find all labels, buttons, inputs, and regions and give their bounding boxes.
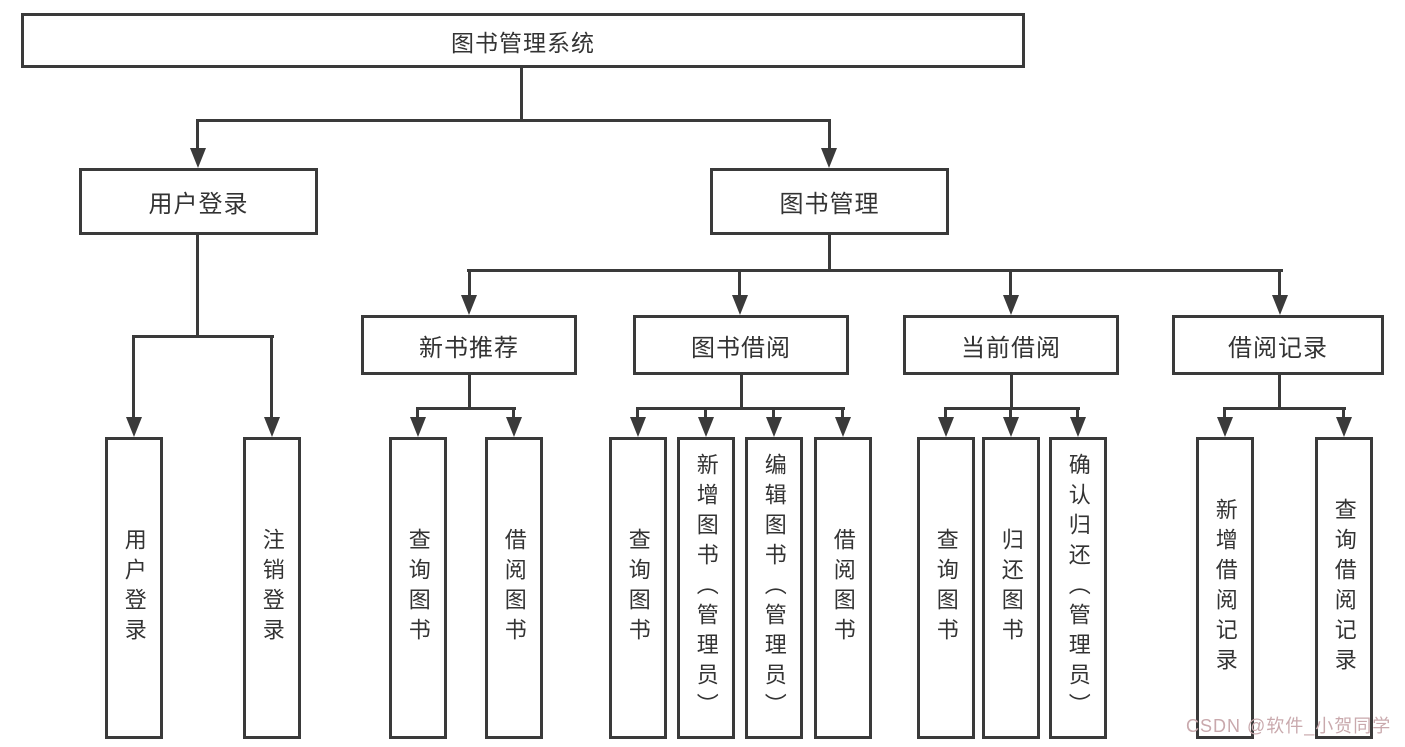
node-new-book-recommendation: 新书推荐 <box>361 315 577 375</box>
connector-line <box>828 119 831 151</box>
arrow-down-icon <box>1003 417 1019 437</box>
connector-line <box>738 269 741 297</box>
arrow-down-icon <box>1003 295 1019 315</box>
arrow-down-icon <box>126 417 142 437</box>
leaf-confirm-return-admin: 确认归还（管理员） <box>1049 437 1107 739</box>
arrow-down-icon <box>1217 417 1233 437</box>
connector-line <box>270 335 273 419</box>
leaf-borrow-books-borrowing-label: 借阅图书 <box>830 528 856 648</box>
connector-line <box>828 235 831 269</box>
connector-line <box>944 407 947 419</box>
arrow-down-icon <box>821 148 837 168</box>
leaf-logout: 注销登录 <box>243 437 301 739</box>
arrow-down-icon <box>506 417 522 437</box>
connector-line <box>416 407 419 419</box>
node-library-system-label: 图书管理系统 <box>451 29 595 56</box>
leaf-logout-label: 注销登录 <box>259 528 285 648</box>
leaf-query-borrow-record: 查询借阅记录 <box>1315 437 1373 739</box>
node-user-login: 用户登录 <box>79 168 318 235</box>
connector-line <box>520 68 523 119</box>
arrow-down-icon <box>698 417 714 437</box>
leaf-borrow-books-borrowing: 借阅图书 <box>814 437 872 739</box>
leaf-user-login: 用户登录 <box>105 437 163 739</box>
arrow-down-icon <box>190 148 206 168</box>
node-book-management-label: 图书管理 <box>779 191 880 218</box>
arrow-down-icon <box>461 295 477 315</box>
connector-line <box>1278 269 1281 297</box>
leaf-borrow-books-recommend: 借阅图书 <box>485 437 543 739</box>
connector-line <box>132 335 135 419</box>
connector-line <box>468 375 471 407</box>
leaf-user-login-label: 用户登录 <box>121 528 147 648</box>
arrow-down-icon <box>1070 417 1086 437</box>
arrow-down-icon <box>410 417 426 437</box>
connector-line <box>1009 269 1012 297</box>
connector-line <box>1076 407 1079 419</box>
connector-line <box>1010 375 1013 407</box>
arrow-down-icon <box>835 417 851 437</box>
leaf-query-books-recommend: 查询图书 <box>389 437 447 739</box>
node-book-borrowing: 图书借阅 <box>633 315 849 375</box>
node-book-borrowing-label: 图书借阅 <box>691 334 791 362</box>
arrow-down-icon <box>766 417 782 437</box>
node-current-borrowing-label: 当前借阅 <box>961 334 1061 362</box>
node-library-system: 图书管理系统 <box>21 13 1025 68</box>
connector-line <box>512 407 515 419</box>
connector-line <box>468 269 471 297</box>
connector-line <box>132 335 274 338</box>
leaf-edit-book-admin: 编辑图书（管理员） <box>745 437 803 739</box>
connector-line <box>1223 407 1226 419</box>
connector-line <box>196 119 199 151</box>
connector-line <box>944 407 1080 410</box>
leaf-query-books-borrowing: 查询图书 <box>609 437 667 739</box>
leaf-edit-book-admin-label: 编辑图书（管理员） <box>761 453 787 723</box>
node-borrowing-records-label: 借阅记录 <box>1228 334 1328 362</box>
connector-line <box>841 407 844 419</box>
leaf-query-borrow-record-label: 查询借阅记录 <box>1331 498 1357 678</box>
connector-line <box>416 407 516 410</box>
leaf-query-books-borrowing-label: 查询图书 <box>625 528 651 648</box>
leaf-query-books-recommend-label: 查询图书 <box>405 528 431 648</box>
arrow-down-icon <box>1272 295 1288 315</box>
connector-line <box>196 235 199 335</box>
leaf-query-books-current-label: 查询图书 <box>933 528 959 648</box>
connector-line <box>740 375 743 407</box>
leaf-add-borrow-record: 新增借阅记录 <box>1196 437 1254 739</box>
connector-line <box>1278 375 1281 407</box>
node-borrowing-records: 借阅记录 <box>1172 315 1384 375</box>
connector-line <box>1009 407 1012 419</box>
leaf-borrow-books-recommend-label: 借阅图书 <box>501 528 527 648</box>
leaf-add-book-admin: 新增图书（管理员） <box>677 437 735 739</box>
node-book-management: 图书管理 <box>710 168 949 235</box>
leaf-add-book-admin-label: 新增图书（管理员） <box>693 453 719 723</box>
leaf-confirm-return-admin-label: 确认归还（管理员） <box>1065 453 1091 723</box>
connector-line <box>467 269 1283 272</box>
node-new-book-recommendation-label: 新书推荐 <box>419 334 519 362</box>
arrow-down-icon <box>1336 417 1352 437</box>
node-current-borrowing: 当前借阅 <box>903 315 1119 375</box>
leaf-query-books-current: 查询图书 <box>917 437 975 739</box>
connector-line <box>636 407 639 419</box>
leaf-return-books-label: 归还图书 <box>998 528 1024 648</box>
csdn-watermark: CSDN @软件_小贺同学 <box>1186 716 1392 736</box>
node-user-login-label: 用户登录 <box>148 191 249 218</box>
leaf-return-books: 归还图书 <box>982 437 1040 739</box>
arrow-down-icon <box>264 417 280 437</box>
connector-line <box>1223 407 1346 410</box>
connector-line <box>772 407 775 419</box>
leaf-add-borrow-record-label: 新增借阅记录 <box>1212 498 1238 678</box>
arrow-down-icon <box>732 295 748 315</box>
connector-line <box>1342 407 1345 419</box>
connector-line <box>704 407 707 419</box>
connector-line <box>636 407 845 410</box>
arrow-down-icon <box>938 417 954 437</box>
arrow-down-icon <box>630 417 646 437</box>
connector-line <box>196 119 831 122</box>
